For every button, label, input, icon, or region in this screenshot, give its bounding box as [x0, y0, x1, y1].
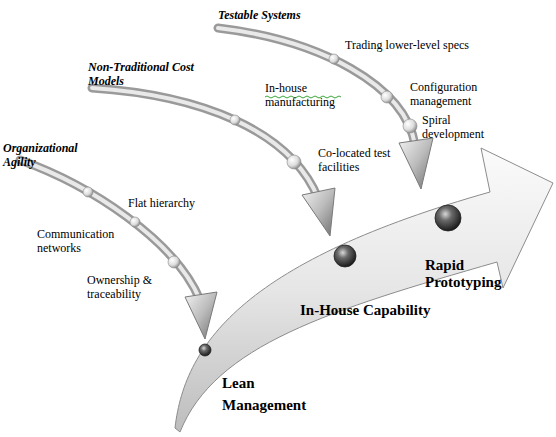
factor-label: Spiral development — [422, 113, 497, 141]
feeder-arrow — [92, 88, 335, 236]
factor-label: Ownership & traceability — [87, 273, 169, 301]
feeder-arrow — [218, 28, 433, 189]
feeder-arrow — [20, 160, 217, 339]
factor-label: Communication networks — [37, 227, 122, 255]
stage-label: Lean Management — [222, 372, 317, 416]
group-heading: Non-Traditional Cost Models — [88, 60, 216, 88]
factor-label: Flat hierarchy — [128, 196, 228, 210]
bead — [83, 54, 417, 268]
main-arrow — [175, 148, 553, 432]
group-heading: Organizational Agility — [3, 141, 103, 169]
stage-label: In-House Capability — [300, 302, 460, 319]
factor-label: Co-located test facilities — [318, 146, 410, 174]
group-heading: Testable Systems — [218, 8, 348, 22]
stage-marker — [199, 205, 461, 356]
stage-label: Rapid Prototyping — [425, 257, 515, 291]
factor-label: In-house manufacturing — [265, 81, 347, 109]
factor-label: Trading lower-level specs — [345, 38, 495, 52]
factor-label: Configuration management — [410, 80, 498, 108]
